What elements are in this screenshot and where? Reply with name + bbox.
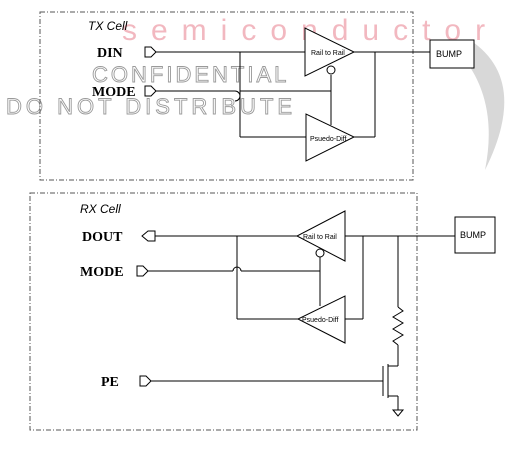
rx-cell: [29, 192, 496, 431]
rx-cell-labels: RX Cell DOUT MODE PE Rail to Rail Psuedo…: [80, 202, 486, 390]
tx-mode-label: MODE: [92, 85, 136, 100]
tx-rail-label: Rail to Rail: [311, 50, 345, 57]
rx-bump-box: [454, 216, 496, 254]
rx-dout-port: [141, 230, 156, 242]
rx-mode-port: [136, 265, 149, 277]
tx-pdiff-buffer: [305, 113, 356, 162]
tx-pdiff-label: Psuedo-Diff: [310, 136, 347, 143]
tx-cell-title: TX Cell: [88, 19, 128, 33]
rx-pe-label: PE: [101, 375, 119, 390]
rx-term-resistor: [392, 306, 404, 346]
rx-mode-label: MODE: [80, 265, 124, 280]
tx-cell-border: [39, 11, 414, 181]
tx-bump-label: BUMP: [436, 49, 462, 59]
watermark-line1: CONFIDENTIAL: [92, 62, 289, 87]
rx-pe-port: [139, 375, 152, 387]
tx-bump-box: [429, 39, 475, 69]
tx-din-label: DIN: [97, 46, 123, 61]
tx-din-port: [144, 46, 157, 58]
rx-cell-border: [29, 192, 418, 431]
rx-bump-label: BUMP: [460, 230, 486, 240]
tx-mode-port: [144, 85, 157, 97]
watermark-line2: DO NOT DISTRIBUTE: [6, 94, 296, 119]
rx-dout-label: DOUT: [82, 230, 123, 245]
tx-rail-buffer: [304, 27, 356, 77]
watermark-company: semiconductor: [122, 14, 499, 47]
rx-cell-title: RX Cell: [80, 202, 121, 216]
rx-pdiff-buffer: [296, 295, 346, 344]
rx-rail-enable-bubble: [315, 248, 325, 258]
rx-ground-icon: [391, 409, 405, 417]
tx-rail-enable-bubble: [326, 65, 336, 75]
rx-pdiff-label: Psuedo-Diff: [302, 317, 339, 324]
watermark-swoosh: [455, 40, 505, 170]
rx-rail-label: Rail to Rail: [303, 234, 337, 241]
tx-cell: [39, 11, 475, 181]
watermark: semiconductor CONFIDENTIAL DO NOT DISTRI…: [6, 14, 505, 170]
tx-cell-labels: TX Cell DIN MODE Rail to Rail Psuedo-Dif…: [88, 19, 462, 143]
